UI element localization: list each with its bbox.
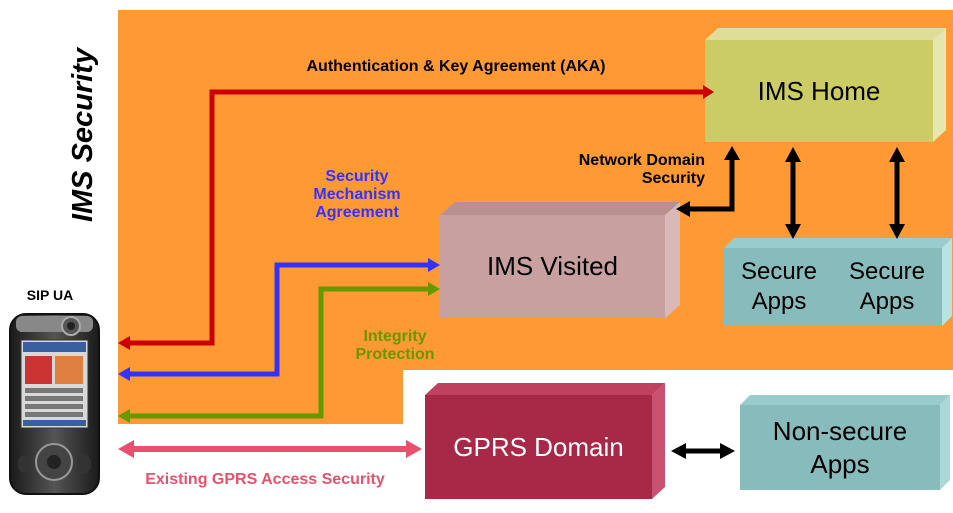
device-label: SIP UA: [26, 287, 74, 303]
gprs-nonsecure-arrow: [671, 443, 735, 459]
ims-home-label: IMS Home: [757, 75, 881, 106]
gprs-domain-box: [425, 383, 665, 499]
phone-icon: [9, 313, 100, 495]
integrity-protection-label: Integrity Protection: [355, 328, 435, 363]
existing-gprs-access-security-label: Existing GPRS Access Security: [145, 471, 385, 488]
home-secure-apps-arrow-2: [889, 147, 905, 239]
aka-arrow: [118, 85, 714, 350]
network-domain-security-label: Network Domain Security: [578, 152, 705, 187]
non-secure-apps-box: [740, 395, 950, 490]
aka-label: Authentication & Key Agreement (AKA): [306, 58, 606, 75]
gprs-domain-label: GPRS Domain: [453, 431, 624, 462]
ims-visited-label: IMS Visited: [486, 251, 618, 282]
network-domain-security-arrow: [676, 146, 740, 217]
security-mechanism-agreement-label: Security Mechanism Agreement: [313, 168, 401, 221]
ims-home-box: [705, 28, 946, 142]
secure-apps-box-2: [832, 238, 952, 326]
ims-visited-box: [440, 202, 680, 318]
non-secure-apps-label: Non-secure Apps: [772, 416, 908, 479]
secure-apps-label-2: Secure Apps: [848, 258, 926, 315]
secure-apps-label-1: Secure Apps: [740, 258, 818, 315]
integrity-protection-arrow: [118, 282, 440, 423]
security-mechanism-arrow: [118, 258, 440, 381]
home-secure-apps-arrow-1: [785, 147, 801, 239]
gprs-access-security-arrow: [118, 440, 422, 458]
